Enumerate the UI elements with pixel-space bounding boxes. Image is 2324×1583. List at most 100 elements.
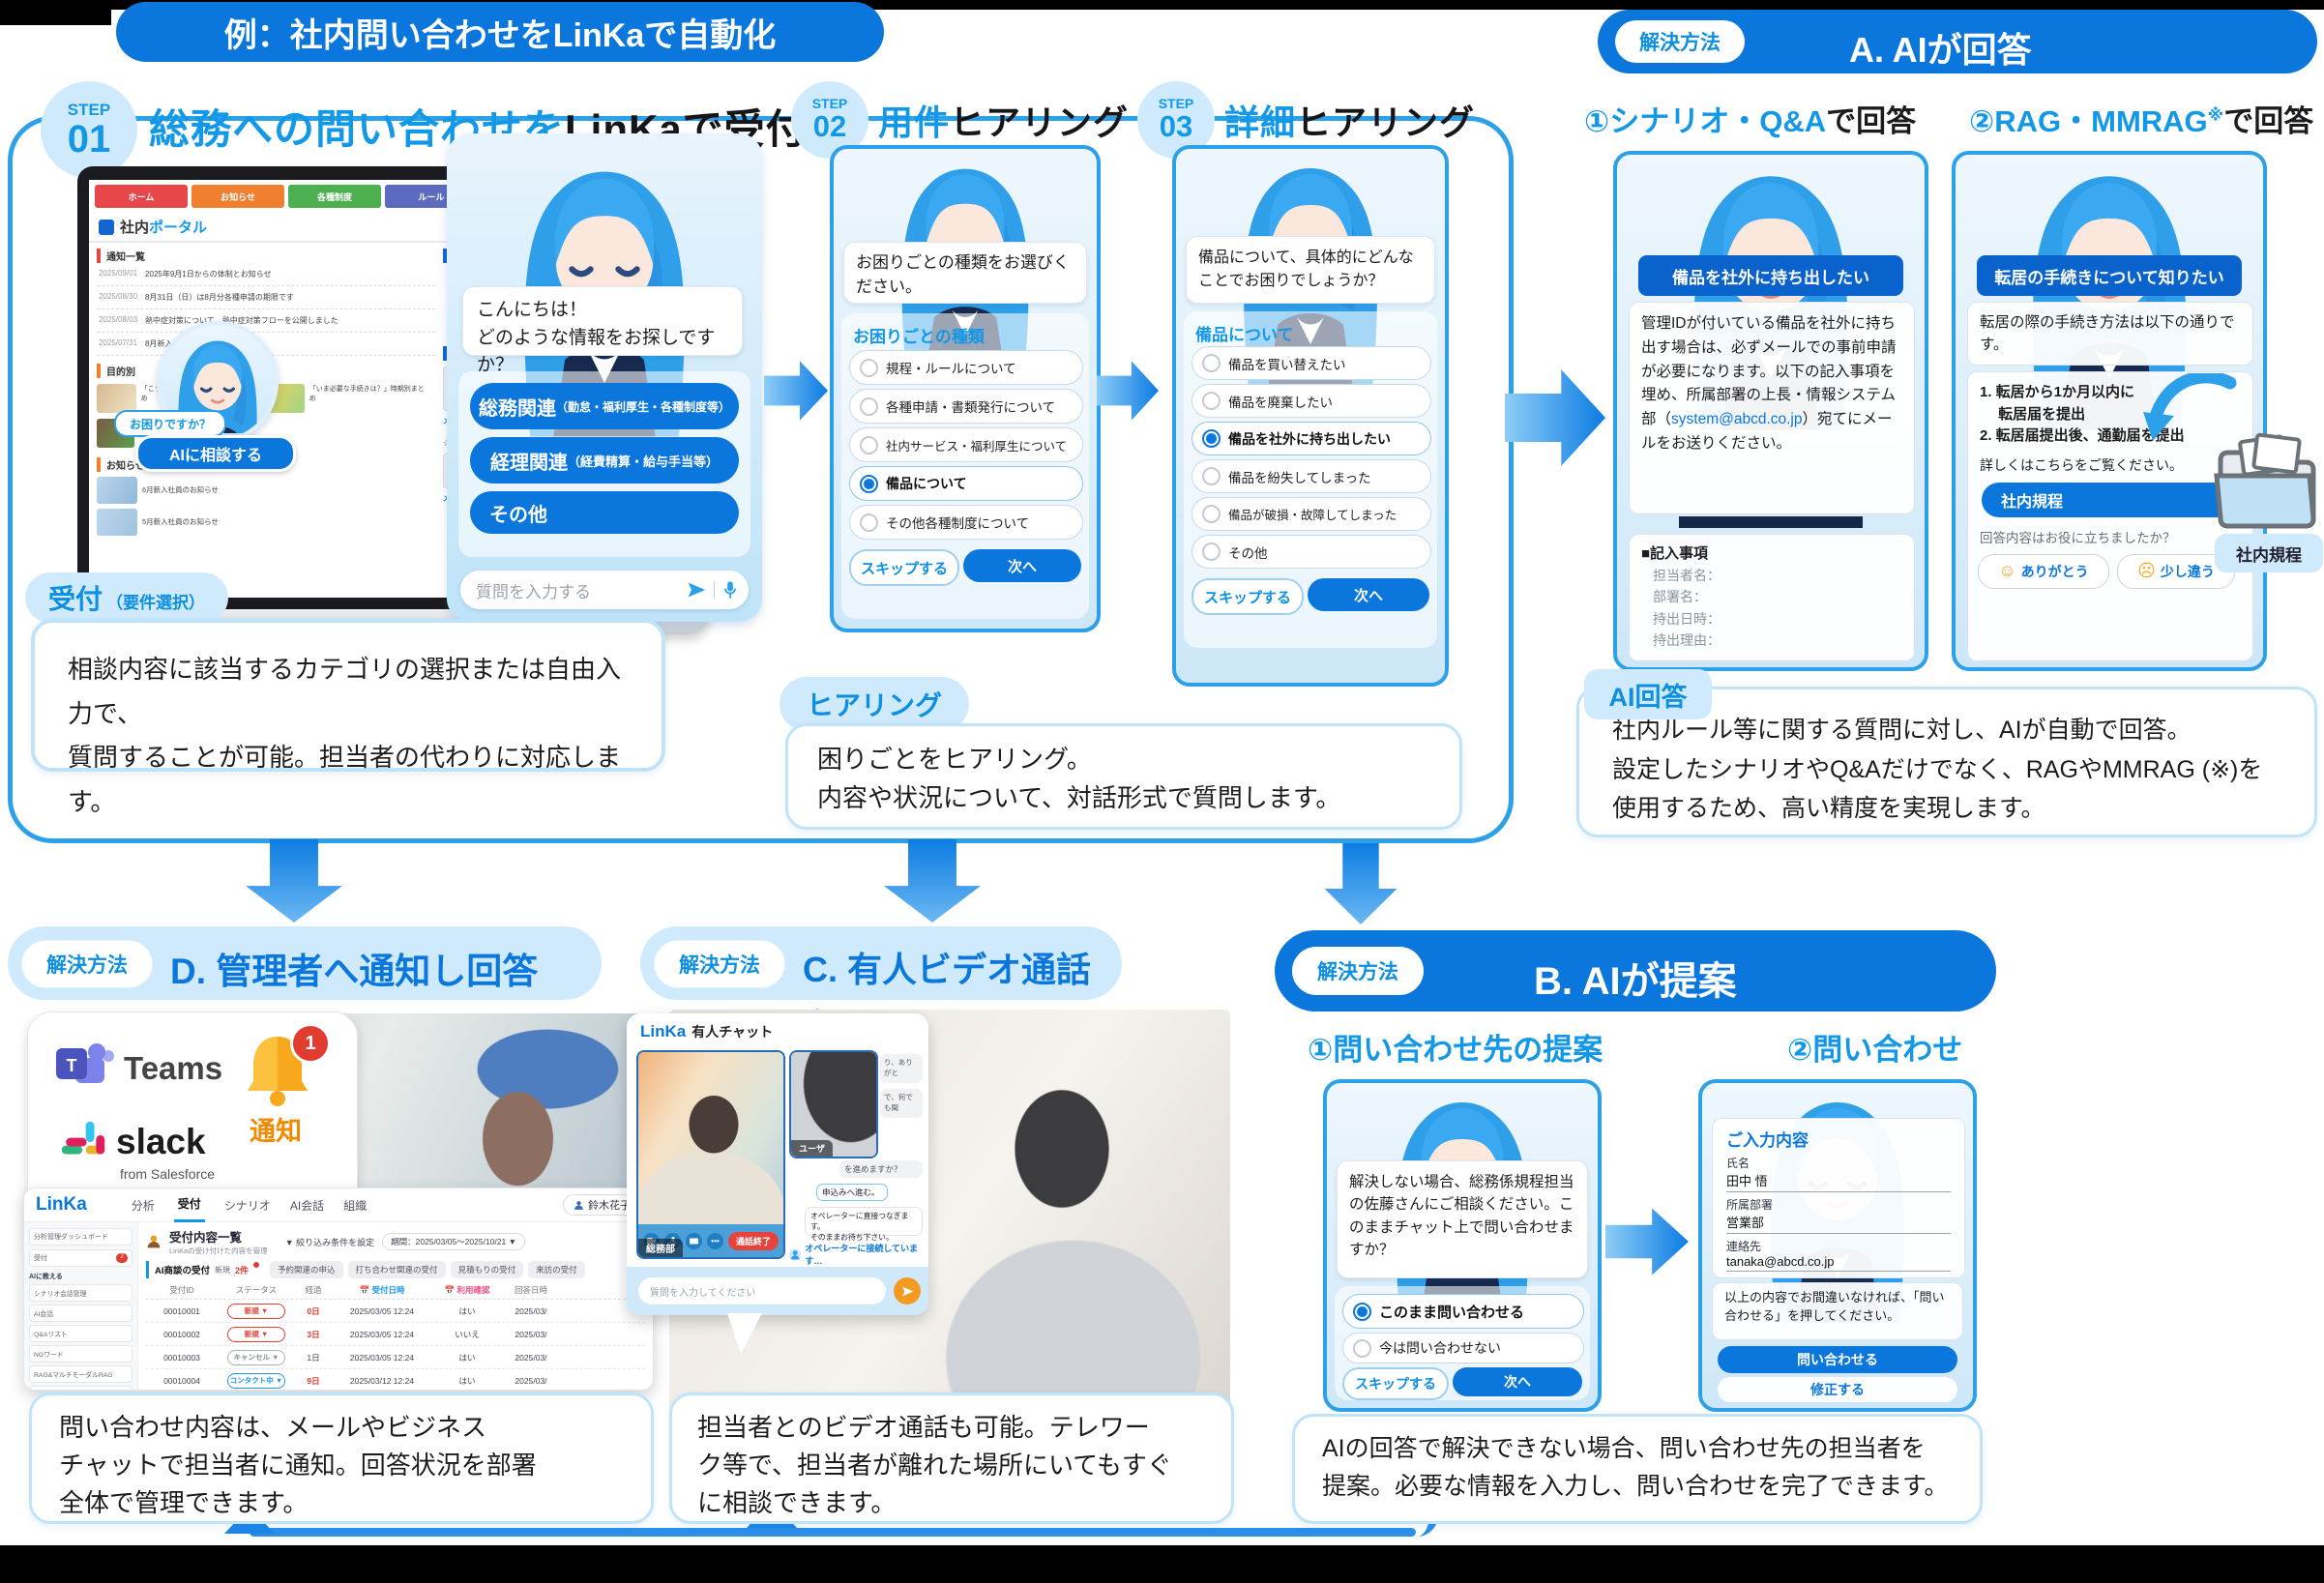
admin-tab-3[interactable]: 見積もりの受付: [450, 1261, 524, 1278]
radio-icon[interactable]: [860, 435, 878, 454]
send-icon[interactable]: [687, 580, 706, 600]
period-select[interactable]: 期間：2025/03/05～2025/10/21 ▼: [382, 1233, 525, 1250]
reception-list-icon: [147, 1235, 161, 1248]
radio-icon[interactable]: [1202, 542, 1221, 561]
share-button[interactable]: [686, 1232, 702, 1249]
step3-option-5[interactable]: 備品が破損・故障してしまった: [1191, 497, 1431, 531]
admin-nav-analysis[interactable]: 分析: [131, 1198, 155, 1213]
table-header: 受付ID ステータス 経過 📅 受付日時 📅 利用確認 回答日時: [146, 1284, 645, 1300]
step3-next-button[interactable]: 次へ: [1308, 578, 1429, 611]
sidebar-item-rag[interactable]: RAG&マルチモーダルRAG: [29, 1365, 132, 1383]
admin-nav-org[interactable]: 組織: [343, 1198, 368, 1213]
step2-next-button[interactable]: 次へ: [963, 549, 1081, 582]
radio-icon[interactable]: [860, 396, 878, 416]
field-value[interactable]: 営業部: [1726, 1213, 1951, 1234]
end-call-button[interactable]: 通話終了: [728, 1231, 779, 1250]
option-other[interactable]: その他: [470, 491, 739, 534]
window-tail: [727, 1313, 762, 1354]
b1-skip-button[interactable]: スキップする: [1342, 1367, 1449, 1400]
status-badge[interactable]: コンタクト中 ▼: [227, 1372, 285, 1389]
admin-nav-reception[interactable]: 受付: [173, 1188, 205, 1222]
table-row[interactable]: 00010001 新規 ▼ 0日 2025/03/05 12:24 はい 202…: [146, 1300, 645, 1323]
radio-icon[interactable]: [1353, 1338, 1371, 1358]
step3-option-2[interactable]: 備品を廃棄したい: [1191, 384, 1431, 418]
connecting-status: オペレーターに接続しています…: [789, 1242, 928, 1267]
email-link[interactable]: system@abcd.co.jp: [1671, 411, 1803, 428]
portal-tab-system[interactable]: 各種制度: [288, 185, 381, 208]
step2-skip-button[interactable]: スキップする: [849, 549, 959, 586]
internal-rules-button[interactable]: 社内規程: [1982, 482, 2239, 517]
radio-icon[interactable]: [1202, 392, 1221, 410]
sidebar-item-aitalk[interactable]: AI会話: [29, 1305, 132, 1322]
radio-icon[interactable]: [1202, 467, 1221, 485]
feedback-no-button[interactable]: ☹少し違う: [2117, 553, 2235, 589]
chat-send-button[interactable]: [894, 1277, 921, 1305]
b1-next-button[interactable]: 次へ: [1453, 1367, 1582, 1396]
sidebar-item-scenario[interactable]: シナリオ会話管理: [29, 1284, 132, 1302]
status-badge[interactable]: キャンセル ▼: [227, 1349, 285, 1365]
field-value[interactable]: tanaka@abcd.co.jp: [1726, 1254, 1951, 1272]
filter-control[interactable]: ▼ 絞り込み条件を設定: [284, 1237, 375, 1247]
admin-tab-2[interactable]: 打ち合わせ関連の受付: [347, 1261, 446, 1278]
admin-tab-4[interactable]: 来訪の受付: [528, 1261, 585, 1278]
chat-input-row: 質問を入力してください: [627, 1267, 928, 1315]
sidebar-item-autoagency[interactable]: オートエージェンシー: [29, 1386, 132, 1390]
step3-option-6[interactable]: その他: [1191, 535, 1431, 569]
table-row[interactable]: 00010003 キャンセル ▼ 1日 2025/03/05 12:24 はい …: [146, 1346, 645, 1369]
notice-item[interactable]: 5月新入社員のお知らせ: [97, 509, 435, 536]
b2-edit-button[interactable]: 修正する: [1718, 1377, 1957, 1402]
portal-tab-news[interactable]: お知らせ: [191, 185, 284, 208]
mic-icon[interactable]: [721, 580, 739, 600]
step2-option-1[interactable]: 規程・ルールについて: [849, 350, 1083, 385]
step1-chat-panel: こんにちは！ どのような情報をお探しですか？ 総務関連（勤怠・福利厚生・各種制度…: [447, 133, 762, 622]
step2-option-5[interactable]: その他各種制度について: [849, 505, 1083, 540]
step3-option-1[interactable]: 備品を買い替えたい: [1191, 346, 1431, 380]
admin-tab-1[interactable]: 予約関連の申込: [270, 1261, 343, 1278]
b1-option-2[interactable]: 今は問い合わせない: [1342, 1333, 1584, 1363]
purpose-item[interactable]: 「いま必要な手続きは？」時期別まとめ: [265, 384, 427, 413]
admin-brand: LinKa: [36, 1194, 87, 1215]
radio-icon-selected[interactable]: [1353, 1302, 1371, 1321]
sidebar-item-ngword[interactable]: NGワード: [29, 1345, 132, 1363]
step3-option-4[interactable]: 備品を紛失してしまった: [1191, 459, 1431, 493]
table-row[interactable]: 00010004 コンタクト中 ▼ 9日 2025/03/12 12:24 はい…: [146, 1369, 645, 1390]
step2-option-4[interactable]: 備品について: [849, 466, 1083, 501]
step3-option-3[interactable]: 備品を社外に持ち出したい: [1191, 422, 1431, 455]
admin-nav-aichat[interactable]: AI会話: [289, 1198, 325, 1213]
radio-icon[interactable]: [860, 358, 878, 377]
radio-icon-selected[interactable]: [1202, 429, 1221, 448]
option-keiri[interactable]: 経理関連（経費精算・給与手当等）: [470, 437, 739, 484]
chat-message-user-choice[interactable]: 申込みへ進む。: [816, 1184, 888, 1201]
radio-icon[interactable]: [860, 513, 878, 532]
b2-submit-button[interactable]: 問い合わせる: [1718, 1346, 1957, 1373]
option-soumu[interactable]: 総務関連（勤怠・福利厚生・各種制度等）: [470, 383, 739, 429]
radio-icon[interactable]: [1202, 505, 1221, 523]
admin-tab-active[interactable]: AI商談の受付 新規 2件: [146, 1261, 266, 1278]
step3-skip-button[interactable]: スキップする: [1191, 578, 1304, 615]
more-button[interactable]: •••: [707, 1232, 723, 1249]
question-input[interactable]: 質問を入力する: [460, 571, 749, 609]
portal-tab-home[interactable]: ホーム: [95, 185, 188, 208]
b1-option-1[interactable]: このまま問い合わせる: [1342, 1294, 1584, 1329]
sidebar-item-dashboard[interactable]: 分析管理ダッシュボード: [29, 1228, 132, 1246]
radio-icon-selected[interactable]: [860, 474, 878, 493]
step2-option-3[interactable]: 社内サービス・福利厚生について: [849, 427, 1083, 462]
smile-icon: ☺: [1998, 561, 2016, 580]
table-row[interactable]: 00010002 新規 ▼ 3日 2025/03/05 12:24 いいえ 20…: [146, 1323, 645, 1346]
sidebar-item-qalist[interactable]: Q&Aリスト: [29, 1325, 132, 1342]
field-value[interactable]: 田中 悟: [1726, 1171, 1951, 1192]
feedback-yes-button[interactable]: ☺ありがとう: [1978, 553, 2109, 589]
notice-item[interactable]: 6月新入社員のお知らせ: [97, 477, 435, 504]
step2-option-2[interactable]: 各種申請・書類発行について: [849, 389, 1083, 424]
status-badge[interactable]: 新規 ▼: [227, 1326, 285, 1342]
radio-icon[interactable]: [1202, 354, 1221, 372]
status-badge[interactable]: 新規 ▼: [227, 1303, 285, 1319]
admin-nav-scenario[interactable]: シナリオ: [223, 1198, 271, 1213]
video-frame-user: ユーザ: [789, 1050, 878, 1158]
chat-input[interactable]: 質問を入力してください: [638, 1277, 886, 1305]
consult-ai-button[interactable]: AIに相談する: [135, 435, 296, 472]
